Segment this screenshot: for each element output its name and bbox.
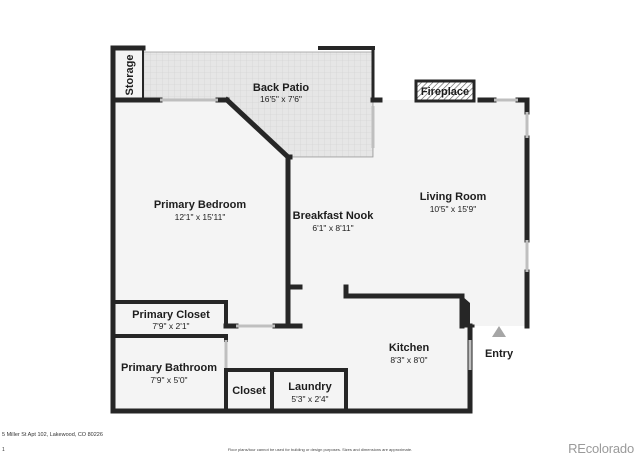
listing-address: 5 Miller St Apt 102, Lakewood, CO 80226 (2, 432, 103, 438)
windows (160, 98, 529, 370)
kitchen-dims: 8'3" x 8'0" (390, 355, 427, 365)
entry-label: Entry (485, 348, 514, 360)
back-patio-dims: 16'5" x 7'6" (260, 94, 302, 104)
fireplace-label: Fireplace (421, 86, 469, 98)
page-number: 1 (2, 447, 5, 453)
breakfast-nook-dims: 6'1" x 8'11" (312, 223, 353, 233)
floor-plan-disclaimer: Floor plans/tour cannot be used for buil… (227, 447, 413, 452)
primary-closet-label: Primary Closet (132, 309, 210, 321)
primary-bedroom-dims: 12'1" x 15'11" (175, 212, 226, 222)
primary-bathroom-dims: 7'9" x 5'0" (150, 375, 187, 385)
storage-label: Storage (124, 55, 136, 96)
storage-room (113, 48, 143, 100)
closet-label: Closet (232, 385, 266, 397)
primary-closet-dims: 7'9" x 2'1" (152, 321, 189, 331)
kitchen-label: Kitchen (389, 342, 430, 354)
kitchen-counter-end (462, 296, 470, 326)
recolorado-watermark: REcolorado (568, 441, 634, 456)
living-room-label: Living Room (420, 191, 487, 203)
breakfast-nook-label: Breakfast Nook (293, 210, 375, 222)
laundry-dims: 5'3" x 2'4" (291, 394, 328, 404)
laundry-label: Laundry (288, 381, 332, 393)
living-room-dims: 10'5" x 15'9" (430, 204, 477, 214)
entry-arrow-icon (492, 326, 506, 337)
fireplace-box (414, 79, 476, 103)
primary-bedroom-label: Primary Bedroom (154, 199, 247, 211)
primary-bathroom-label: Primary Bathroom (121, 362, 217, 374)
back-patio-label: Back Patio (253, 82, 310, 94)
